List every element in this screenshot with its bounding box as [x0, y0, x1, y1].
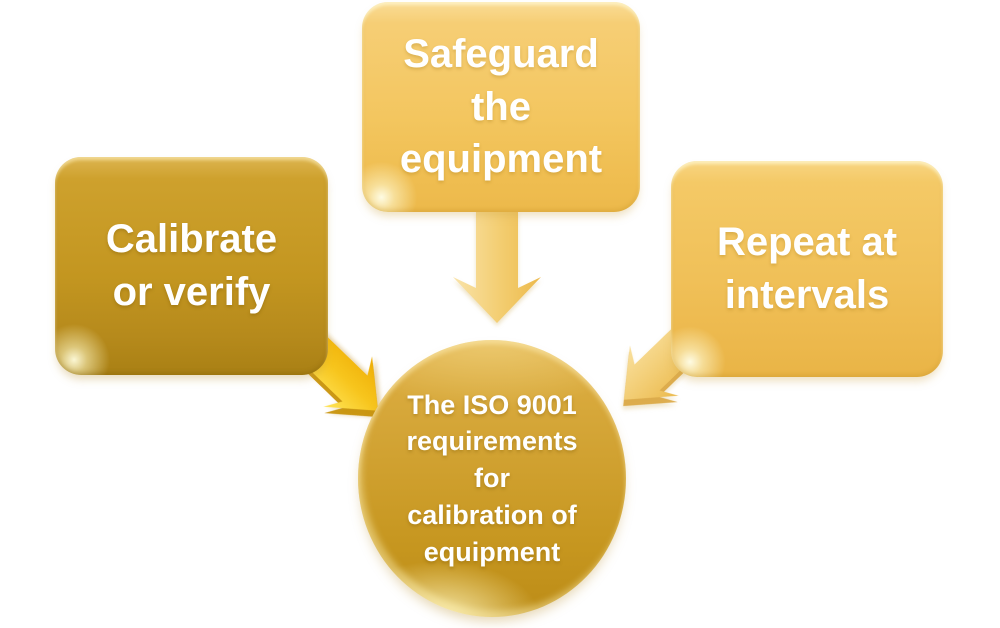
node-safeguard-the-equipment: Safeguard the equipment [362, 2, 640, 212]
node-label-line: equipment [423, 536, 561, 567]
arrow-down-icon [451, 210, 543, 325]
node-label: The ISO 9001 requirements for calibratio… [406, 387, 577, 571]
node-label-line: Calibrate [105, 217, 278, 262]
node-repeat-at-intervals: Repeat at intervals [671, 161, 943, 377]
node-iso-9001-requirements: The ISO 9001 requirements for calibratio… [358, 340, 626, 617]
node-label-line: calibration of [407, 499, 577, 530]
node-label-line: for [474, 463, 510, 494]
node-label: Repeat at intervals [717, 216, 897, 322]
node-label-line: intervals [724, 273, 890, 317]
node-label-line: equipment [399, 137, 603, 182]
node-calibrate-or-verify: Calibrate or verify [55, 157, 328, 375]
node-label-line: The ISO 9001 [407, 389, 577, 420]
node-label: Calibrate or verify [106, 213, 277, 319]
node-label-line: the [470, 84, 531, 129]
node-label-line: requirements [406, 426, 578, 457]
node-label-line: Repeat at [716, 220, 898, 265]
node-label-line: Safeguard [403, 31, 599, 76]
node-label-line: or verify [112, 270, 271, 314]
node-label: Safeguard the equipment [400, 28, 602, 186]
